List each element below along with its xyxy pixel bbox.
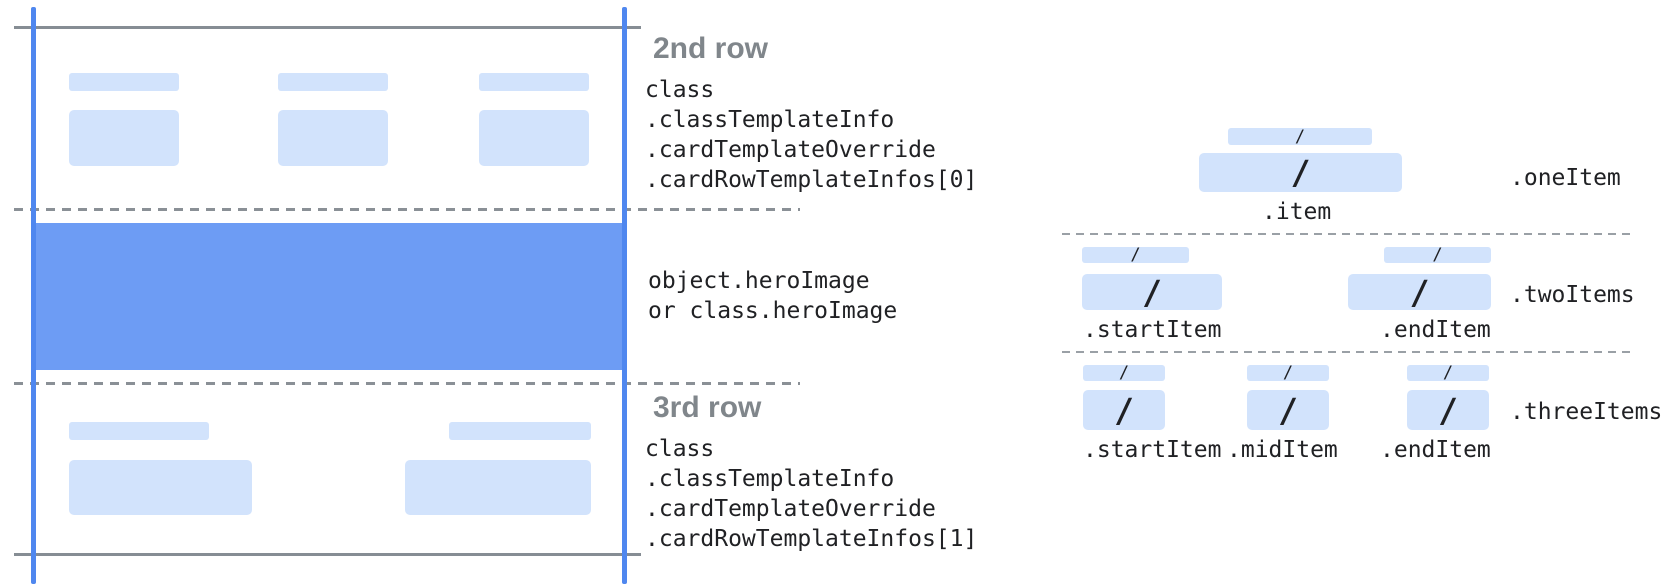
- slash-placeholder: /: [1442, 363, 1454, 383]
- item-value-bar: /: [1082, 272, 1222, 312]
- item-caption: .item: [1262, 199, 1332, 225]
- code-line: .cardRowTemplateInfos[0]: [645, 167, 978, 193]
- layout-divider-dotted-1: [1062, 233, 1634, 235]
- item-label-bar: [69, 422, 209, 440]
- code-line: .classTemplateInfo: [645, 107, 895, 133]
- item-label-bar: /: [1384, 245, 1491, 265]
- slash-placeholder: /: [1432, 245, 1443, 265]
- code-line: class: [645, 436, 715, 462]
- item-value-bar: /: [1199, 153, 1402, 192]
- item-value-bar: /: [1348, 272, 1491, 312]
- slash-placeholder: /: [1290, 153, 1311, 192]
- row-divider-dashed-top: [14, 208, 800, 211]
- second-row-heading: 2nd row: [653, 32, 769, 65]
- item-value-bar: /: [1247, 390, 1329, 430]
- slash-placeholder: /: [1409, 272, 1430, 312]
- row-divider-dashed-bottom: [14, 382, 800, 385]
- hero-code: object.heroImage or class.heroImage: [648, 266, 897, 326]
- layout-name: .threeItems: [1510, 399, 1663, 425]
- item-caption: .endItem: [1380, 317, 1491, 343]
- code-line: .cardRowTemplateInfos[1]: [645, 526, 978, 552]
- item-label-bar: /: [1247, 363, 1329, 383]
- item-label-bar: [278, 73, 388, 91]
- slash-placeholder: /: [1282, 363, 1294, 383]
- item-label-bar: [69, 73, 179, 91]
- card-bottom-rule: [14, 553, 641, 556]
- code-line: .cardTemplateOverride: [645, 496, 936, 522]
- item-caption: .endItem: [1380, 437, 1491, 463]
- second-row-code: class .classTemplateInfo .cardTemplateOv…: [645, 75, 977, 195]
- card-top-rule: [14, 26, 641, 29]
- item-caption: .startItem: [1083, 317, 1222, 343]
- code-line: .classTemplateInfo: [645, 466, 895, 492]
- card-right-guide: [622, 7, 627, 584]
- item-value-bar: /: [1407, 390, 1489, 430]
- layout-name: .twoItems: [1510, 282, 1635, 308]
- slash-placeholder: /: [1438, 390, 1458, 430]
- slash-placeholder: /: [1294, 126, 1306, 147]
- slash-placeholder: /: [1118, 363, 1130, 383]
- code-line: or class.heroImage: [648, 298, 898, 324]
- item-label-bar: /: [1082, 245, 1189, 265]
- hero-image-band: [36, 223, 622, 370]
- item-value-bar: [69, 460, 252, 515]
- card-left-guide: [31, 7, 36, 584]
- third-row-code: class .classTemplateInfo .cardTemplateOv…: [645, 434, 977, 554]
- item-value-bar: [405, 460, 591, 515]
- item-label-bar: [449, 422, 591, 440]
- item-label-bar: /: [1083, 363, 1165, 383]
- layout-name: .oneItem: [1510, 165, 1621, 191]
- item-label-bar: /: [1228, 126, 1372, 147]
- slash-placeholder: /: [1142, 272, 1162, 312]
- item-value-bar: [278, 110, 388, 166]
- item-label-bar: [479, 73, 589, 91]
- slash-placeholder: /: [1114, 390, 1134, 430]
- code-line: .cardTemplateOverride: [645, 137, 936, 163]
- slash-placeholder: /: [1278, 390, 1298, 430]
- item-caption: .midItem: [1227, 437, 1338, 463]
- code-line: class: [645, 77, 715, 103]
- code-line: object.heroImage: [648, 268, 870, 294]
- third-row-heading: 3rd row: [653, 391, 762, 424]
- item-value-bar: /: [1083, 390, 1165, 430]
- item-label-bar: /: [1407, 363, 1489, 383]
- slash-placeholder: /: [1130, 245, 1141, 265]
- item-value-bar: [69, 110, 179, 166]
- item-caption: .startItem: [1083, 437, 1222, 463]
- item-value-bar: [479, 110, 589, 166]
- layout-divider-dotted-2: [1062, 351, 1634, 353]
